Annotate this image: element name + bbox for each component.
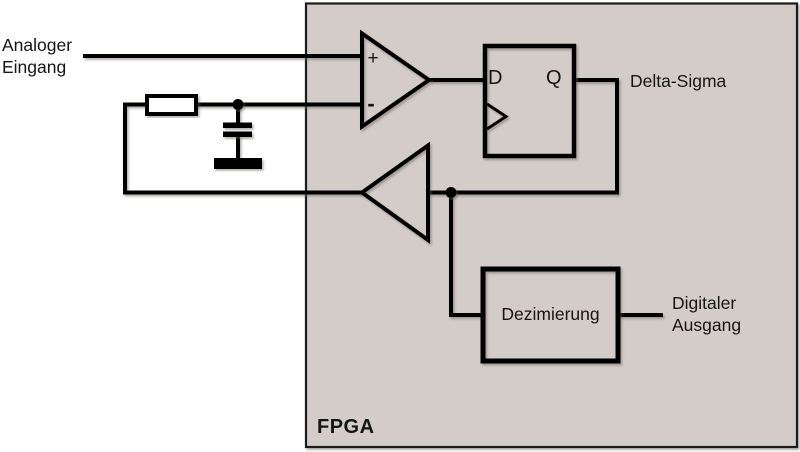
decimation-box [480, 266, 621, 364]
flipflop-q-label: Q [546, 67, 562, 89]
d-flipflop [482, 43, 577, 159]
feedback-buffer [358, 141, 430, 244]
comparator-minus-label: - [367, 91, 375, 117]
d-flipflop-body [482, 43, 577, 159]
capacitor-plate-bottom [223, 131, 252, 137]
junction-dot-feedback [445, 187, 457, 198]
fpga-label: FPGA [317, 416, 375, 438]
flipflop-d-label: D [488, 67, 503, 89]
capacitor-plate-top [223, 122, 252, 128]
resistor [145, 94, 198, 116]
decimation-label: Dezimierung [501, 304, 600, 325]
comparator [360, 29, 433, 131]
wire-q-feedback [428, 78, 619, 195]
junction-dot-rc [232, 99, 244, 110]
ground-symbol [214, 158, 262, 169]
comparator-plus-label: + [367, 48, 379, 70]
capacitor [223, 122, 252, 137]
delta-sigma-label: Delta-Sigma [630, 71, 727, 91]
analog-input-label: Analoger Eingang [2, 35, 73, 77]
fpga-region [304, 2, 799, 449]
digital-output-label: Digitaler Ausgang [672, 293, 742, 335]
clock-input-icon [486, 102, 509, 131]
wire-to-decimation [449, 192, 483, 317]
